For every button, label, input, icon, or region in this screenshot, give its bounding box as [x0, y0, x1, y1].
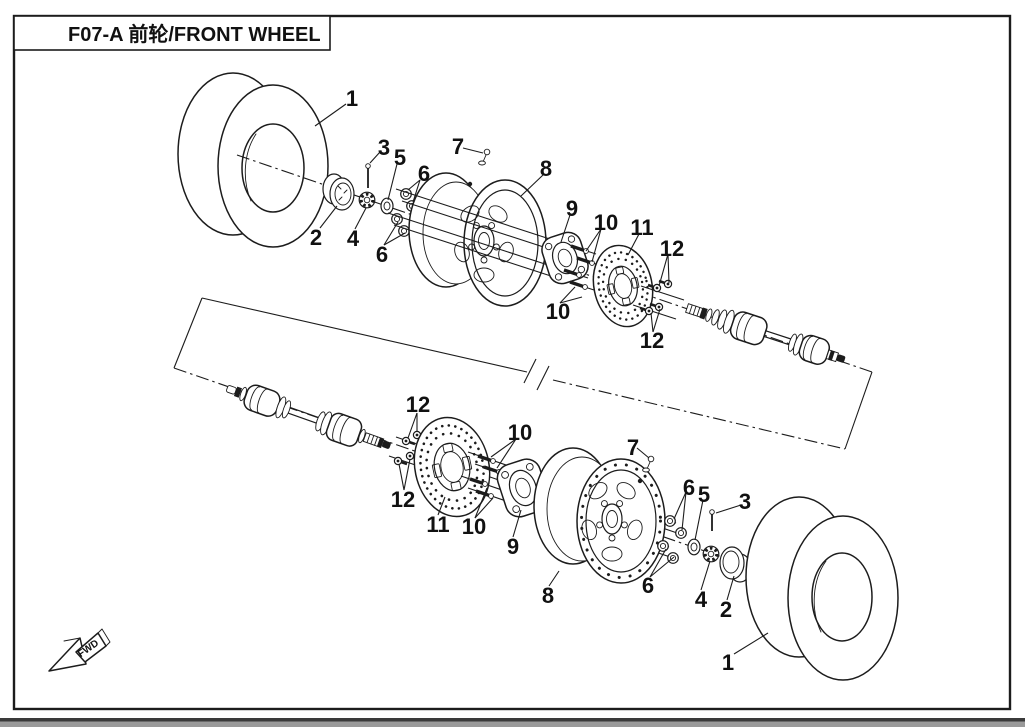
- tire: [177, 72, 329, 248]
- callout-washer: 5: [698, 482, 710, 507]
- lug-nut: [657, 540, 669, 552]
- callout-brake-disc: 11: [426, 512, 449, 537]
- callout-wheel-hub: 9: [507, 534, 519, 559]
- leader-lines-bottom: [398, 412, 769, 655]
- callout-castle-nut: 4: [347, 226, 360, 251]
- castle-nut: [357, 190, 377, 210]
- callout-disc-bolt: 12: [406, 392, 430, 417]
- callout-lug-nut: 6: [376, 242, 388, 267]
- callout-disc-bolt: 12: [660, 236, 684, 261]
- callout-lug-nut: 6: [683, 475, 695, 500]
- cotter-pin: [365, 163, 371, 188]
- callout-cotter-pin: 3: [378, 135, 390, 160]
- callout-hub-cap: 2: [720, 597, 732, 622]
- callout-brake-disc: 11: [630, 215, 653, 240]
- callout-tire: 1: [722, 650, 734, 675]
- bottom-assembly: 12 10 12 11 10 9 7 6 5 3 8 6 4 2 1: [173, 367, 899, 681]
- footer-bar-light: [0, 721, 1025, 727]
- callout-tire: 1: [346, 86, 358, 111]
- callout-wheel-stud: 10: [462, 514, 486, 539]
- callout-wheel-hub: 9: [566, 196, 578, 221]
- callout-washer: 5: [394, 145, 406, 170]
- page-title: F07-A 前轮/FRONT WHEEL: [68, 22, 321, 46]
- title-box: [13, 15, 331, 51]
- callout-disc-bolt: 12: [640, 328, 664, 353]
- washer: [380, 197, 394, 215]
- footer-bar-dark: [0, 718, 1025, 722]
- leader-lines-top: [314, 103, 670, 333]
- valve-hole: [467, 181, 473, 187]
- drive-shaft: [226, 384, 391, 449]
- tire: [745, 496, 899, 681]
- callout-rim: 8: [540, 156, 552, 181]
- wheel-hub: [541, 231, 589, 285]
- callout-lug-nut: 6: [418, 161, 430, 186]
- callout-cotter-pin: 3: [739, 489, 751, 514]
- cotter-pin: [709, 509, 715, 531]
- drive-shaft: [685, 303, 846, 365]
- break-mark: [523, 358, 537, 384]
- valve-stem: [642, 455, 655, 473]
- callout-wheel-stud: 10: [508, 420, 532, 445]
- valve-hole: [637, 478, 643, 484]
- castle-nut: [701, 544, 721, 564]
- callout-disc-bolt: 12: [391, 487, 415, 512]
- callout-rim: 8: [542, 583, 554, 608]
- hub-cap: [322, 173, 355, 211]
- lug-nut: [675, 527, 687, 539]
- lug-nut: [664, 515, 676, 527]
- rim: [533, 447, 666, 584]
- callout-wheel-stud: 10: [594, 210, 618, 235]
- callout-wheel-stud: 10: [546, 299, 570, 324]
- callout-valve: 7: [627, 435, 639, 460]
- callout-lug-nut: 6: [642, 573, 654, 598]
- callout-castle-nut: 4: [695, 587, 708, 612]
- disc-bolt-axis: [632, 285, 685, 320]
- washer: [687, 538, 701, 556]
- valve-stem: [478, 148, 491, 166]
- top-assembly: 1 2 3 4 5 6 6 7 8 9 10 11 10 12 12: [177, 72, 873, 373]
- section-band: [173, 297, 873, 450]
- rim: [408, 172, 547, 307]
- callout-valve: 7: [452, 134, 464, 159]
- break-mark: [536, 365, 550, 391]
- callout-hub-cap: 2: [310, 225, 322, 250]
